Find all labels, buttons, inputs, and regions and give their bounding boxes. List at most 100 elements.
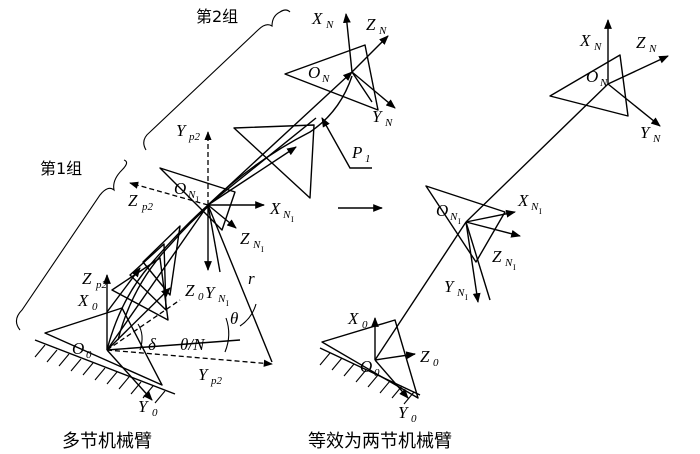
label-XN-right-sub: N: [593, 41, 602, 53]
left-base-triangle: [44, 307, 163, 386]
left-chord-line-2: [106, 339, 241, 351]
label-XN1-left-sub: N: [282, 209, 291, 221]
label-ZN1-right-sub: N: [504, 257, 513, 269]
label-ON-left-sub: N: [321, 73, 330, 85]
label-Y0-right-sub: 0: [411, 413, 417, 425]
upper-chord-3: [207, 117, 317, 206]
label-XN1-left: X: [269, 199, 281, 218]
left-zp2-dash: [106, 299, 181, 351]
right-ZN1-axis: [465, 221, 521, 238]
label-YN1-right-sub: N: [456, 287, 465, 299]
left-ground-hatch: [34, 339, 176, 404]
label-Y0-left: Y: [138, 397, 149, 416]
label-Yp2-upper: Y: [176, 121, 187, 140]
right-manipulator: [319, 19, 669, 405]
right-middle-triangle: [425, 185, 506, 263]
label-YN-left-sub: N: [384, 117, 393, 129]
label-Z0-right-sub: 0: [433, 357, 439, 369]
ZN-left-axis: [351, 35, 389, 73]
label-P1: P: [351, 143, 362, 162]
label-ON1-left-sub: N: [187, 189, 196, 201]
Zp2-upper-axis: [129, 181, 209, 206]
label-ZN-right: Z: [636, 33, 646, 52]
label-YN1-lower: Y: [205, 283, 216, 302]
label-ZN1-right-sub2: I: [513, 263, 516, 272]
ON1-triangle: [159, 167, 236, 231]
left-y0-axis: [106, 349, 153, 401]
left-arm-curve: [106, 204, 209, 351]
label-ZN1-right: Z: [492, 247, 502, 266]
left-zp2-base-axis: [106, 267, 141, 313]
label-P1-sub: 1: [365, 153, 371, 165]
label-theta-over-n: θ/N: [180, 335, 206, 354]
upper-chord-2: [207, 146, 297, 206]
label-Zp2-upper: Z: [128, 191, 138, 210]
left-r-line: [207, 204, 273, 363]
caption-right: 等效为两节机械臂: [308, 431, 452, 452]
right-y0-axis: [374, 359, 409, 399]
left-manipulator: [15, 9, 396, 404]
right-YN1-axis-2: [465, 221, 491, 301]
label-Yp2-lower-sub: p2: [210, 375, 223, 387]
label-Yp2-upper-sub: p2: [188, 131, 201, 143]
label-XN-left-sub: N: [325, 19, 334, 31]
ON-left-triangle: [284, 44, 379, 111]
label-XN1-right-sub: N: [530, 201, 539, 213]
XN-left-axis: [343, 13, 353, 73]
label-delta: δ: [148, 335, 157, 354]
caption-left: 多节机械臂: [62, 431, 152, 452]
right-link-2: [465, 83, 609, 223]
group1-brace: [15, 159, 128, 331]
right-top-triangle: [549, 54, 629, 117]
label-O0-left-sub: 0: [86, 349, 92, 361]
label-YN-right: Y: [640, 123, 651, 142]
label-Y0-left-sub: 0: [152, 407, 158, 419]
label-X0-right-sub: 0: [362, 319, 368, 331]
section-triangle-2: [129, 243, 167, 311]
label-YN-left: Y: [372, 107, 383, 126]
left-yp2-axis: [106, 349, 273, 367]
label-r: r: [248, 269, 255, 288]
label-ON1-left-sub2: I: [196, 195, 199, 204]
label-ON1-left: O: [174, 179, 186, 198]
label-ZN-right-sub: N: [648, 43, 657, 55]
label-Zp2-base: Z: [82, 269, 92, 288]
YN1-axis-2: [207, 204, 221, 273]
label-Zp2-base-sub: p2: [95, 279, 108, 291]
label-YN-right-sub: N: [652, 133, 661, 145]
label-ON1-right-sub: N: [449, 211, 458, 223]
right-z0-axis: [374, 351, 416, 361]
label-O0-right-sub: 0: [374, 367, 380, 379]
label-O0-left: O: [72, 339, 84, 358]
ZN1-axis: [207, 204, 237, 229]
right-YN-axis: [607, 83, 661, 127]
group1-label: 第1组: [40, 159, 82, 178]
group2-label: 第2组: [196, 7, 238, 26]
label-ON-right: O: [586, 67, 598, 86]
right-ZN-axis: [607, 55, 669, 85]
upper-chord: [207, 71, 353, 206]
label-Z0-left-sub: 0: [198, 291, 204, 303]
label-Z0-right: Z: [420, 347, 430, 366]
label-ON1-right: O: [436, 201, 448, 220]
theta-over-n-arc: [224, 317, 230, 353]
label-Y0-right: Y: [398, 403, 409, 422]
label-YN1-right: Y: [444, 277, 455, 296]
label-YN1-lower-sub2: I: [226, 299, 229, 308]
right-link-1: [374, 221, 467, 361]
label-ZN1-left-sub: N: [252, 239, 261, 251]
label-Z0-left: Z: [185, 281, 195, 300]
label-X0-left: X: [77, 291, 89, 310]
YN-left-axis-2: [351, 71, 373, 103]
label-XN-left: X: [311, 9, 323, 28]
label-X0-left-sub: 0: [92, 301, 98, 313]
right-XN1-axis: [465, 209, 516, 223]
left-arm-curve-2: [117, 204, 211, 341]
label-XN1-right-sub2: I: [539, 207, 542, 216]
left-chord-line: [106, 204, 209, 351]
P1-pointer: [321, 117, 372, 169]
label-ON1-right-sub2: I: [458, 217, 461, 226]
label-ZN1-left: Z: [240, 229, 250, 248]
label-YN1-right-sub2: I: [465, 293, 468, 302]
